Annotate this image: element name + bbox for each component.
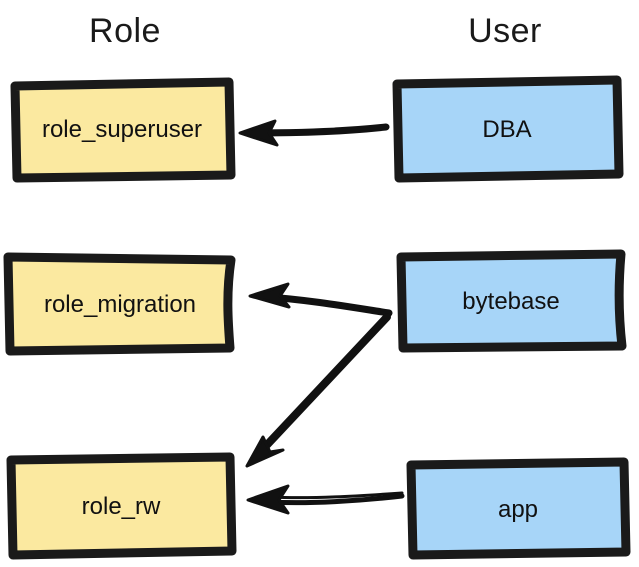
node-bytebase[interactable]: bytebase — [396, 249, 627, 353]
edge-dba-to-role-superuser — [238, 119, 390, 147]
edge-bytebase-to-role-migration — [248, 282, 393, 317]
sketch-box-shape — [392, 75, 624, 183]
node-app[interactable]: app — [406, 457, 631, 560]
sketch-box-shape — [3, 252, 236, 356]
column-header-role: Role — [89, 12, 161, 50]
sketch-box-shape — [406, 457, 631, 560]
node-role-rw[interactable]: role_rw — [6, 452, 237, 560]
column-header-user: User — [468, 12, 542, 50]
edge-app-to-role-rw — [246, 484, 405, 515]
edge-bytebase-to-role-rw — [245, 313, 391, 468]
node-dba[interactable]: DBA — [392, 75, 624, 183]
node-role-migration[interactable]: role_migration — [3, 252, 236, 356]
sketch-box-shape — [396, 249, 627, 353]
sketch-box-shape — [6, 452, 237, 560]
sketch-box-shape — [10, 77, 236, 183]
node-role-superuser[interactable]: role_superuser — [10, 77, 236, 183]
